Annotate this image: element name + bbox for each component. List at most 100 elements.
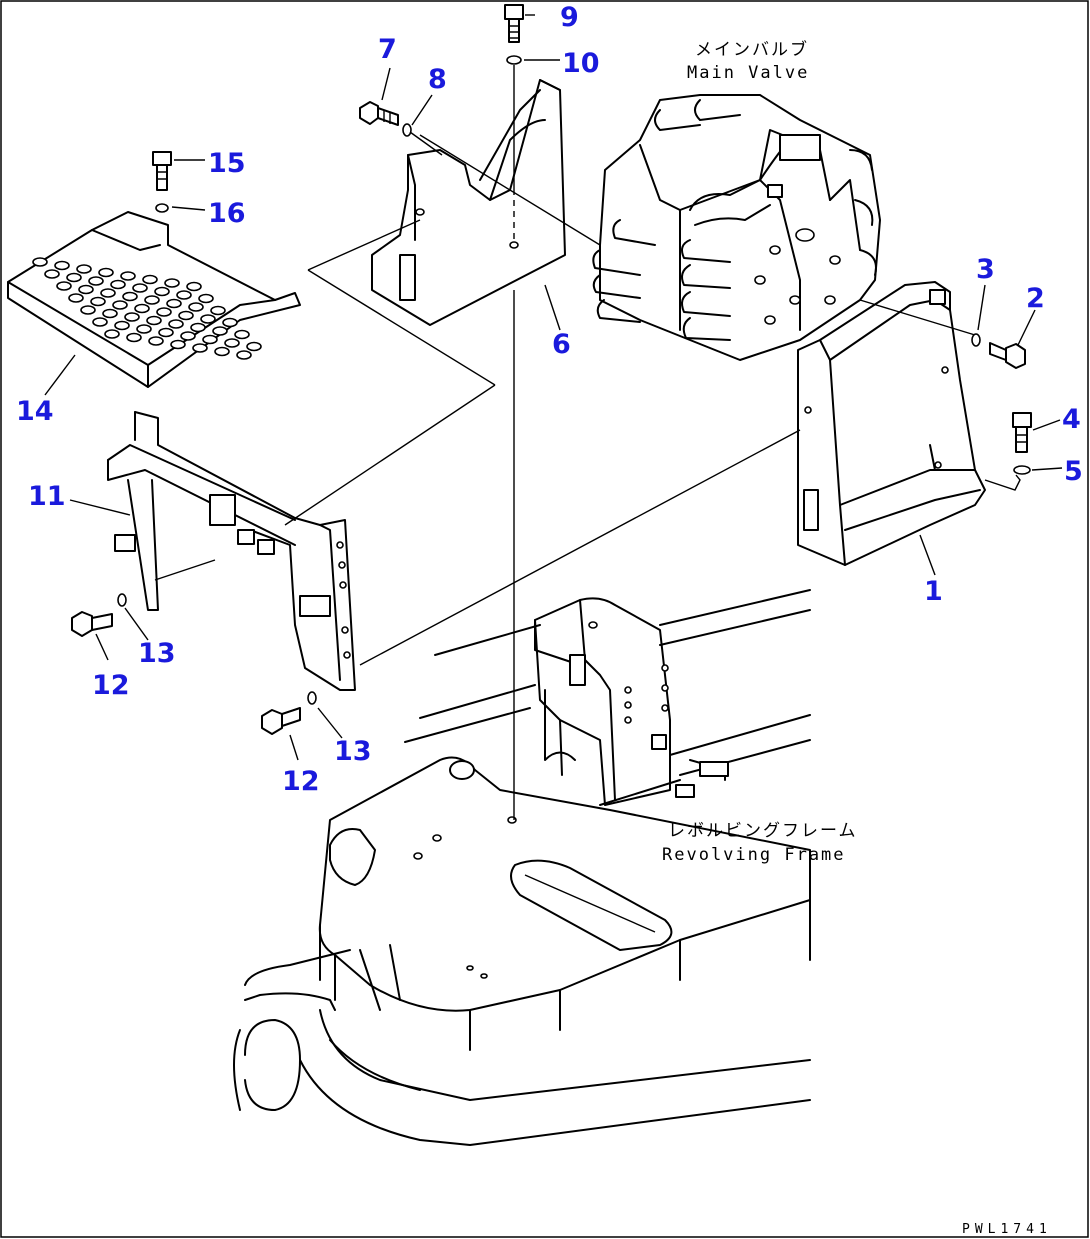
callout-2: 2	[1026, 283, 1045, 314]
tread-hole	[44, 269, 60, 279]
bolt-12-left	[71, 611, 113, 637]
main-valve	[592, 94, 881, 361]
tread-hole	[132, 283, 148, 293]
perspective-lines	[404, 624, 541, 743]
tread-hole	[104, 329, 120, 339]
callout-16: 16	[208, 198, 246, 229]
washer-3	[971, 333, 981, 347]
callout-12-right: 12	[282, 766, 320, 797]
tread-hole	[142, 274, 158, 285]
tread-hole	[156, 307, 172, 317]
bolt-12-right	[261, 707, 301, 735]
callout-5: 5	[1064, 456, 1083, 487]
tread-hole	[164, 278, 180, 288]
tread-hole	[210, 305, 226, 316]
part-14-step	[7, 211, 301, 388]
tread-hole	[186, 281, 202, 292]
tread-hole	[54, 260, 70, 271]
tread-hole	[66, 272, 82, 283]
tread-hole	[76, 264, 92, 274]
tread-hole	[176, 290, 192, 300]
tread-hole	[188, 302, 204, 312]
main-valve-label-en: Main Valve	[687, 63, 809, 83]
tread-hole	[170, 339, 186, 350]
tread-hole	[56, 281, 72, 291]
tread-hole	[102, 308, 118, 319]
tread-hole	[214, 346, 230, 357]
tread-hole	[78, 284, 94, 295]
tread-hole	[100, 288, 116, 298]
callout-4: 4	[1062, 404, 1081, 435]
tread-hole	[224, 338, 240, 348]
tread-hole	[154, 286, 170, 297]
tread-hole	[178, 310, 194, 321]
tread-hole	[90, 296, 106, 307]
tread-hole	[246, 341, 262, 352]
tread-hole	[222, 317, 238, 328]
tread-hole	[126, 332, 142, 343]
tread-hole	[168, 319, 184, 329]
tread-hole	[32, 257, 48, 267]
callout-10: 10	[562, 48, 600, 79]
callout-7: 7	[378, 34, 397, 65]
bolt-2	[989, 342, 1026, 369]
tread-hole	[136, 324, 152, 334]
tread-hole	[158, 327, 174, 338]
washer-5	[1013, 465, 1031, 475]
tread-hole	[146, 315, 162, 326]
tread-hole	[212, 326, 228, 336]
tread-hole	[180, 331, 196, 341]
bolt-9	[504, 4, 524, 43]
callout-13-right: 13	[334, 736, 372, 767]
washer-16	[155, 203, 169, 213]
callout-11: 11	[28, 481, 66, 512]
tread-hole	[236, 350, 252, 360]
tread-hole	[134, 303, 150, 314]
tread-hole	[68, 293, 84, 303]
tread-hole	[120, 271, 136, 281]
revolving-frame-label-jp: レボルビングフレーム	[668, 821, 858, 841]
tread-hole	[200, 314, 216, 324]
tread-hole	[88, 276, 104, 286]
alignment-line-5	[984, 474, 1021, 491]
tread-hole	[166, 298, 182, 309]
tread-hole	[198, 293, 214, 304]
tread-hole	[148, 336, 164, 346]
alignment-line-7	[409, 131, 443, 156]
tread-hole	[124, 312, 140, 322]
callout-6: 6	[552, 329, 571, 360]
tread-hole	[122, 291, 138, 302]
tread-hole	[114, 320, 130, 331]
washer-8	[402, 123, 412, 137]
tread-hole	[234, 329, 250, 340]
tread-hole	[192, 343, 208, 353]
tread-hole	[202, 334, 218, 345]
tread-hole	[112, 300, 128, 310]
callout-13-left: 13	[138, 638, 176, 669]
callout-14: 14	[16, 396, 54, 427]
tread-hole	[92, 317, 108, 327]
washer-10	[506, 55, 522, 65]
part-6-bracket	[284, 79, 566, 526]
callout-8: 8	[428, 64, 447, 95]
alignment-line-3	[859, 299, 976, 336]
revolving-frame	[233, 756, 811, 1146]
washer-13-right	[307, 691, 317, 705]
main-valve-label-jp: メインバルブ	[695, 39, 809, 60]
callout-12-left: 12	[92, 670, 130, 701]
valve-mount-bracket	[534, 589, 811, 806]
part-11-frame	[107, 411, 356, 691]
bolt-15	[152, 151, 172, 191]
tread-hole	[144, 295, 160, 305]
bolt-7	[359, 101, 399, 126]
washer-13-left	[117, 593, 127, 607]
callout-1: 1	[924, 576, 943, 607]
tread-hole	[80, 305, 96, 315]
part-1-bracket	[359, 281, 986, 666]
tread-hole	[190, 322, 206, 333]
drawing-code: PWL1741	[962, 1222, 1052, 1237]
bolt-4	[1012, 412, 1032, 453]
callout-3: 3	[976, 254, 995, 285]
